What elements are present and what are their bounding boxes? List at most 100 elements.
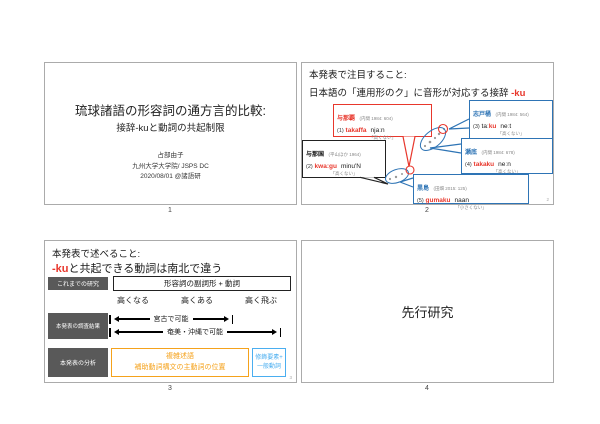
highlight-circle-north — [437, 123, 449, 135]
column-takaku-aru: 高くある — [181, 296, 213, 305]
arrow-line — [118, 331, 163, 333]
handout-page-number-2: 2 — [425, 207, 429, 214]
slide2-heading-line2: 日本語の「連用形のク」に音形が対応する接辞 -ku — [309, 85, 525, 99]
arrow-end-bar — [109, 314, 111, 324]
author-affiliation: 九州大学大学院/ JSPS DC — [132, 162, 209, 170]
citation: (内間 1984: 678) — [481, 150, 515, 155]
slide3-heading-text: と共起できる動詞は南北で違う — [68, 263, 223, 275]
dialect-name: 志戸桶 — [473, 112, 492, 118]
gloss: 「高くない」 — [497, 131, 525, 137]
dialect-name: 与那覇 — [337, 116, 356, 122]
slide2-heading-accent-ku: -ku — [511, 88, 526, 99]
author-name: 占部由子 — [157, 152, 184, 159]
range-arrow-miyako: 宮古で可能 — [109, 314, 233, 324]
slide-3-claim-slide: 本発表で述べること: -kuと共起できる動詞は南北で違う これまでの研究 形容詞… — [44, 240, 297, 383]
example-number: (5) — [417, 198, 424, 204]
range-arrow-amami-okinawa: 奄美・沖縄で可能 — [109, 327, 281, 337]
example-header: 与那国 (平山ほか 1964) — [306, 142, 382, 162]
callout-tail-sesoko — [429, 143, 462, 154]
arrow-head-left — [113, 329, 119, 335]
handout-page-number-1: 1 — [168, 207, 172, 214]
column-takaku-naru: 高くなる — [117, 296, 149, 305]
example-header: 瀬底 (内間 1984: 678) — [465, 140, 549, 160]
analysis-blue-line2: 一般動詞 — [256, 363, 281, 370]
slide2-heading-line1: 本発表で注目すること: — [309, 70, 407, 81]
handout-page-number-4: 4 — [425, 385, 429, 392]
handout-page-number-3: 3 — [168, 385, 172, 392]
ku-form: gumaku — [425, 197, 451, 204]
gloss: 「高くない」 — [493, 169, 521, 175]
verb-form: neːn — [498, 161, 511, 168]
slide2-heading-text: 日本語の「連用形のク」に音形が対応する接辞 — [309, 88, 512, 99]
slide3-heading-line1: 本発表で述べること: — [52, 249, 141, 260]
arrow-line — [118, 318, 150, 320]
verb-form: naan — [454, 197, 469, 204]
previous-research-box: 形容詞の副詞形 + 動詞 — [113, 276, 291, 291]
example-header: 志戸桶 (内間 1984: 564) — [473, 102, 549, 122]
in-slide-number: 2 — [546, 197, 549, 202]
author-block: 占部由子 九州大学大学院/ JSPS DC 2020/08/01 @諸語研 — [45, 151, 296, 183]
verb-form: minu'N — [340, 163, 361, 170]
example-number: (1) — [337, 128, 344, 134]
label-survey-results: 本発表の調査結果 — [48, 313, 108, 339]
dialect-name: 瀬底 — [465, 150, 478, 156]
slide3-heading-accent-ku: -ku — [52, 263, 69, 275]
example-header: 黒島 (田畑 2015: 125) — [417, 176, 525, 196]
arrow-line — [227, 331, 272, 333]
analysis-blue-line1: 修飾要素+ — [255, 354, 283, 361]
example-number: (4) — [465, 162, 472, 168]
citation: (平山ほか 1964) — [328, 152, 361, 157]
example-header: 与那覇 (内間 1984: 604) — [337, 106, 428, 126]
south-region-ellipse — [385, 168, 409, 184]
arrow-head-right — [271, 329, 277, 335]
citation: (内間 1984: 564) — [495, 112, 529, 117]
highlight-circle-south — [405, 165, 415, 175]
analysis-modifier-box: 修飾要素+ 一般動詞 — [252, 348, 286, 377]
label-previous-research: これまでの研究 — [48, 277, 108, 290]
slide-2-focus-slide: 本発表で注目すること: 日本語の「連用形のク」に音形が対応する接辞 -ku 与那… — [301, 62, 554, 210]
arrow-end-bar — [279, 327, 281, 337]
ku-form: ku — [488, 123, 497, 130]
verb-form: neːt — [500, 123, 512, 130]
ku-form: takaffa — [345, 127, 367, 134]
slide-4-section-slide: 先行研究 — [301, 240, 554, 383]
citation: (田畑 2015: 125) — [433, 186, 467, 191]
example-number: (2) — [306, 164, 313, 170]
presentation-title: 琉球諸語の形容詞の通方言的比較: — [75, 104, 266, 118]
gloss: 「高くない」 — [330, 171, 358, 177]
presentation-subtitle: 接辞-kuと動詞の共起制限 — [116, 123, 225, 134]
gloss: 「小さくない」 — [455, 205, 487, 211]
date-venue: 2020/08/01 @諸語研 — [140, 173, 201, 180]
dialect-name: 黒島 — [417, 186, 430, 192]
arrow-head-right — [223, 316, 229, 322]
form-prefix: taː — [481, 123, 489, 130]
slide-1-title-slide: 琉球諸語の形容詞の通方言的比較: 接辞-kuと動詞の共起制限 占部由子 九州大学… — [44, 62, 297, 205]
ku-form: kwaːgu — [314, 163, 337, 170]
analysis-complex-predicate-box: 複雑述語 補助動詞構文の主動詞の位置 — [111, 348, 249, 377]
callout-tail-kuroshima — [398, 177, 414, 188]
citation: (内間 1984: 604) — [359, 116, 393, 121]
callout-tail-yonaha — [402, 136, 416, 167]
callout-tail-yonaguni — [359, 176, 389, 185]
dialect-name: 与那国 — [306, 152, 325, 158]
arrow-line — [192, 318, 224, 320]
gloss: 「高くない」 — [369, 135, 396, 141]
arrow-label: 宮古で可能 — [153, 316, 189, 323]
arrow-label: 奄美・沖縄で可能 — [167, 329, 223, 336]
analysis-orange-line2: 補助動詞構文の主動詞の位置 — [134, 363, 226, 371]
section-title: 先行研究 — [401, 305, 454, 320]
verb-form: njaːn — [370, 127, 385, 134]
label-analysis: 本発表の分析 — [48, 348, 108, 377]
ku-form: takaku — [473, 161, 495, 168]
arrow-end-bar — [109, 327, 111, 337]
in-slide-number: 3 — [289, 375, 292, 380]
